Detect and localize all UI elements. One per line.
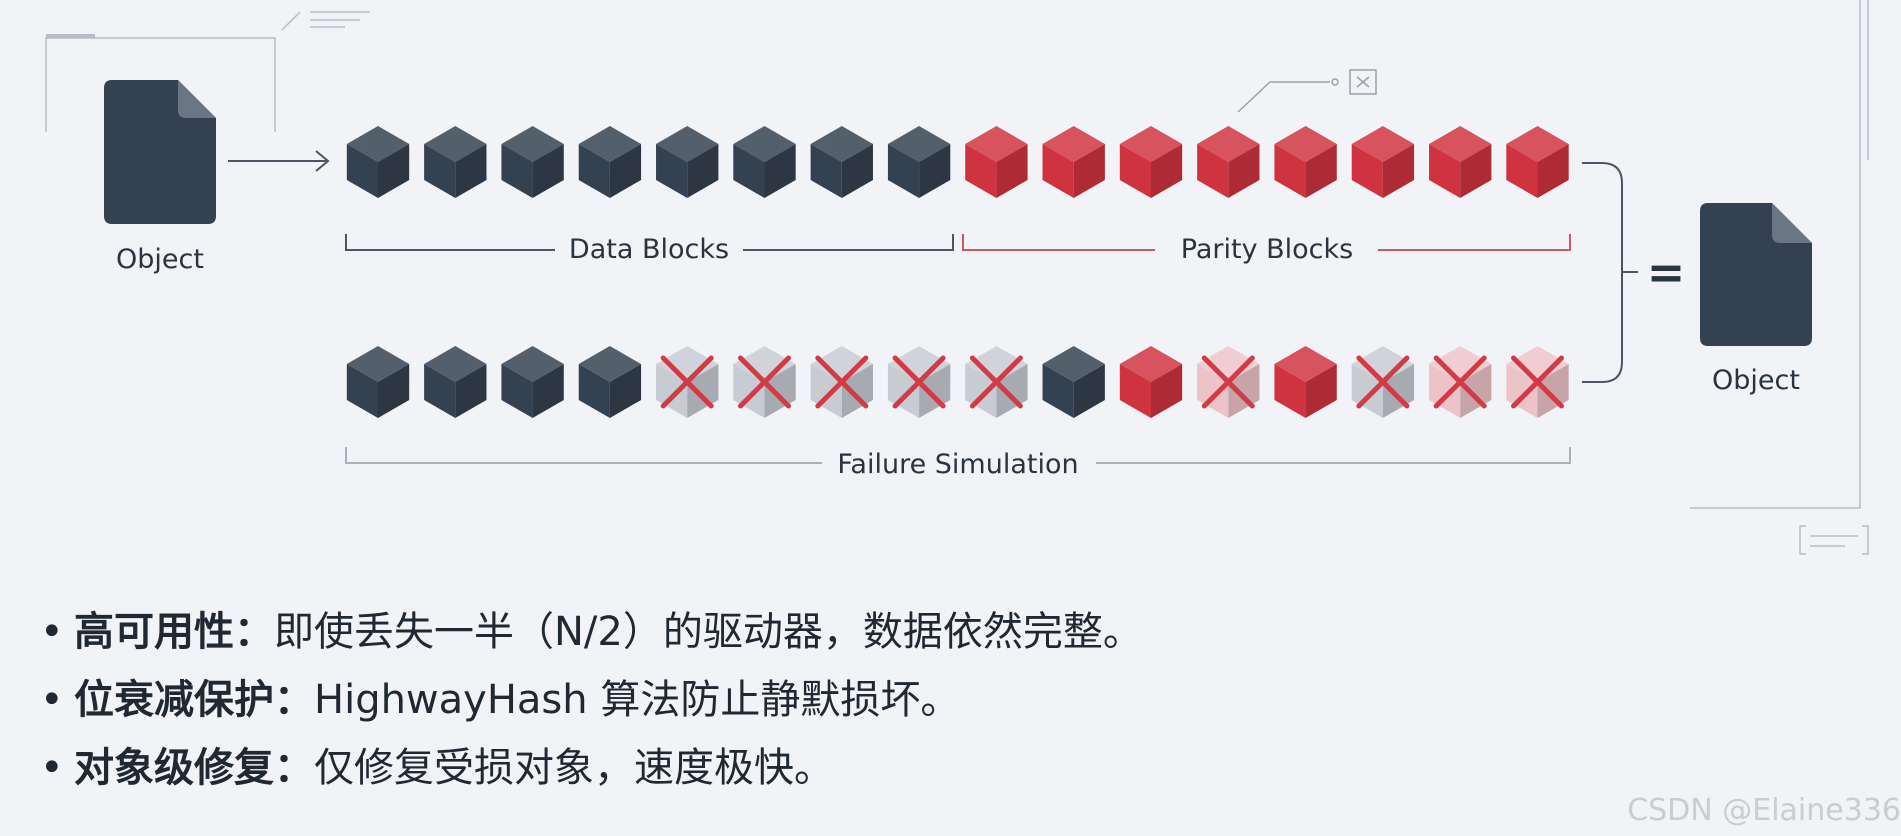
parity-block xyxy=(1274,346,1337,418)
data-block xyxy=(887,126,951,198)
decorative-bracket xyxy=(1799,525,1869,555)
result-object-label: Object xyxy=(1712,365,1800,396)
data-block xyxy=(1042,346,1105,418)
data-block xyxy=(733,126,796,198)
feature-list: •高可用性：即使丢失一半（N/2）的驱动器，数据依然完整。 •位衰减保护：Hig… xyxy=(40,598,1143,802)
data-blocks-bracket xyxy=(345,234,954,251)
source-object: Object xyxy=(104,80,216,275)
failed-parity-block xyxy=(1429,346,1492,418)
bullet-mark: • xyxy=(40,609,64,655)
parity-block xyxy=(1351,126,1415,198)
parity-block xyxy=(1506,126,1569,198)
parity-block xyxy=(1042,126,1105,198)
data-block xyxy=(501,126,564,198)
feature-description: 即使丢失一半（N/2）的驱动器，数据依然完整。 xyxy=(274,609,1143,655)
failed-data-block xyxy=(733,346,796,418)
encoded-blocks-row xyxy=(346,126,1569,198)
failure-bracket xyxy=(345,447,1571,464)
feature-item-repair: •对象级修复：仅修复受损对象，速度极快。 xyxy=(40,734,1143,802)
feature-description: HighwayHash 算法防止静默损坏。 xyxy=(314,677,961,723)
data-block xyxy=(424,126,487,198)
bullet-mark: • xyxy=(40,745,64,791)
parity-block xyxy=(1119,126,1183,198)
bullet-mark: • xyxy=(40,677,64,723)
failed-parity-block xyxy=(1197,346,1260,418)
feature-term: 位衰减保护： xyxy=(74,677,314,723)
decorative-marker xyxy=(1237,69,1377,113)
feature-item-bitrot: •位衰减保护：HighwayHash 算法防止静默损坏。 xyxy=(40,666,1143,734)
data-block xyxy=(578,346,642,418)
data-block xyxy=(424,346,487,418)
reconstruction-connector xyxy=(1582,162,1638,383)
data-block xyxy=(346,126,410,198)
failed-data-block xyxy=(1351,346,1415,418)
parity-block xyxy=(965,126,1028,198)
equals-sign: = xyxy=(1647,245,1686,299)
data-block xyxy=(346,346,410,418)
data-block xyxy=(656,126,719,198)
parity-block xyxy=(1429,126,1492,198)
data-blocks-label: Data Blocks xyxy=(569,234,729,265)
input-arrow xyxy=(228,150,330,172)
parity-block xyxy=(1119,346,1183,418)
failed-data-block xyxy=(656,346,719,418)
data-block xyxy=(578,126,642,198)
feature-term: 高可用性： xyxy=(74,609,274,655)
source-object-label: Object xyxy=(116,244,204,275)
document-icon xyxy=(1700,203,1812,346)
feature-item-availability: •高可用性：即使丢失一半（N/2）的驱动器，数据依然完整。 xyxy=(40,598,1143,666)
feature-description: 仅修复受损对象，速度极快。 xyxy=(314,745,834,791)
failed-data-block xyxy=(965,346,1028,418)
parity-blocks-bracket xyxy=(962,234,1571,251)
failed-data-block xyxy=(810,346,873,418)
failed-data-block xyxy=(887,346,951,418)
parity-block xyxy=(1197,126,1260,198)
parity-blocks-label: Parity Blocks xyxy=(1181,234,1353,265)
parity-block xyxy=(1274,126,1337,198)
data-block xyxy=(810,126,873,198)
result-object: Object xyxy=(1700,203,1812,396)
data-block xyxy=(501,346,564,418)
feature-term: 对象级修复： xyxy=(74,745,314,791)
failure-blocks-row xyxy=(346,346,1569,418)
failure-simulation-label: Failure Simulation xyxy=(837,449,1078,480)
watermark: CSDN @Elaine336 xyxy=(1627,793,1901,828)
failed-parity-block xyxy=(1506,346,1569,418)
decorative-frame xyxy=(45,0,1869,509)
